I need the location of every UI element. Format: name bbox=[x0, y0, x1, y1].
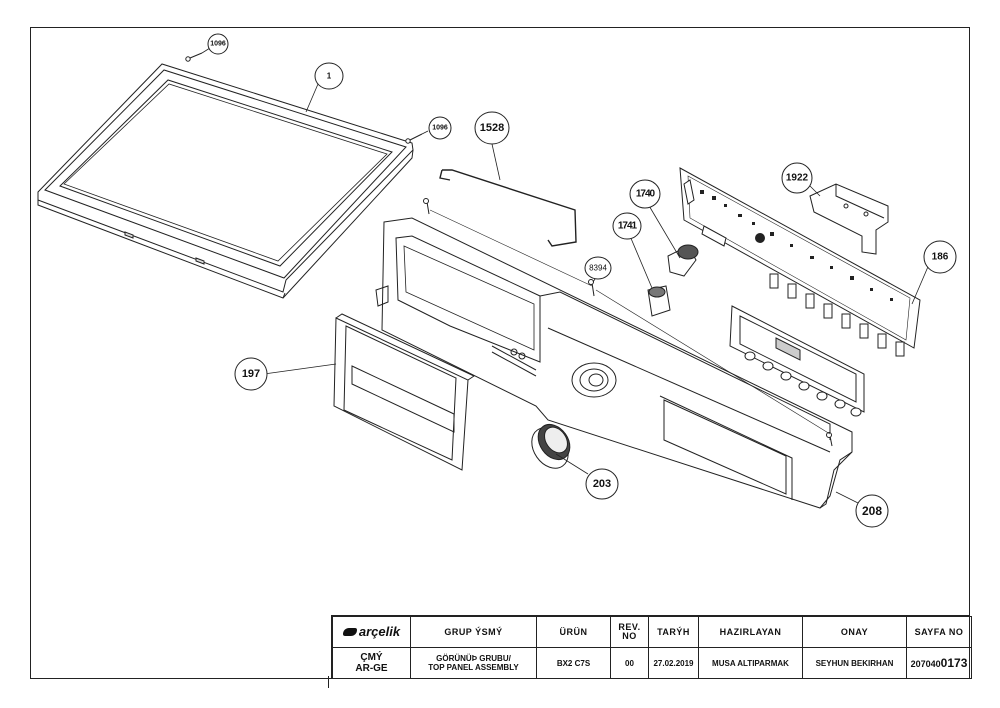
assembly-guide-lines bbox=[429, 209, 831, 435]
header-prepared-by: HAZIRLAYAN bbox=[698, 616, 803, 648]
callout-1922: 1922 bbox=[786, 173, 809, 184]
group-name-value: GÖRÜNÜÞ GRUBU/ TOP PANEL ASSEMBLY bbox=[410, 647, 537, 679]
frame-tick-mark bbox=[328, 676, 329, 688]
callout-203: 203 bbox=[593, 478, 611, 490]
dept-line1: ÇMÝ bbox=[360, 652, 383, 663]
pcb-board bbox=[679, 167, 921, 357]
callout-1096-top: 1096 bbox=[210, 41, 226, 48]
control-panel-housing bbox=[375, 217, 853, 509]
brand-cell: arçelik bbox=[332, 616, 411, 648]
top-lid bbox=[37, 63, 414, 299]
header-page-no: SAYFA NO bbox=[906, 616, 972, 648]
callout-1096-right: 1096 bbox=[432, 125, 448, 132]
rev-no-value: 00 bbox=[610, 647, 649, 679]
callout-197: 197 bbox=[242, 368, 260, 380]
dept-line2: AR-GE bbox=[355, 663, 388, 674]
header-group-name: GRUP ÝSMÝ bbox=[410, 616, 537, 648]
header-approval: ONAY bbox=[802, 616, 907, 648]
date-value: 27.02.2019 bbox=[648, 647, 699, 679]
page-no-prefix: 207040 bbox=[910, 659, 941, 669]
button-assembly bbox=[647, 244, 699, 317]
lid-screw-right bbox=[405, 133, 423, 144]
title-block: arçelik GRUP ÝSMÝ ÜRÜN REV. NO TARÝH HAZ… bbox=[331, 615, 972, 679]
group-name-line2: TOP PANEL ASSEMBLY bbox=[428, 663, 519, 672]
selector-knob bbox=[531, 423, 571, 469]
callout-1740: 1740 bbox=[636, 189, 656, 200]
dept-cell: ÇMÝ AR-GE bbox=[332, 647, 411, 679]
callout-8394: 8394 bbox=[589, 264, 607, 273]
display-frame bbox=[729, 305, 865, 417]
header-product: ÜRÜN bbox=[536, 616, 611, 648]
brand-name: arçelik bbox=[358, 624, 401, 639]
panel-screw-right bbox=[826, 432, 833, 447]
callout-1741: 1741 bbox=[618, 221, 638, 232]
prepared-by-value: MUSA ALTIPARMAK bbox=[698, 647, 803, 679]
header-rev-no: REV. NO bbox=[610, 616, 649, 648]
page-no-suffix: 0173 bbox=[940, 656, 968, 670]
product-value: BX2 C7S bbox=[536, 647, 611, 679]
header-date: TARÝH bbox=[648, 616, 699, 648]
metal-bracket bbox=[809, 183, 889, 255]
callout-186: 186 bbox=[932, 252, 949, 263]
panel-screw-left bbox=[423, 198, 430, 215]
lid-screw-top bbox=[185, 52, 203, 62]
callout-bubbles bbox=[207, 33, 957, 528]
approval-value: SEYHUN BEKIRHAN bbox=[802, 647, 907, 679]
leader-lines bbox=[201, 47, 931, 505]
panel-screw-mid bbox=[588, 279, 595, 297]
wire-bracket bbox=[439, 169, 577, 247]
callout-208: 208 bbox=[862, 504, 882, 518]
page-no-value: 2070400173 bbox=[906, 647, 972, 679]
callout-1: 1 bbox=[327, 72, 332, 81]
callout-1528: 1528 bbox=[480, 122, 504, 134]
brand-logo-icon bbox=[342, 627, 357, 636]
group-name-line1: GÖRÜNÜÞ GRUBU/ bbox=[436, 654, 511, 663]
header-rev-line1: REV. bbox=[618, 622, 641, 632]
header-rev-line2: NO bbox=[622, 631, 637, 641]
drawer-front bbox=[333, 313, 476, 471]
